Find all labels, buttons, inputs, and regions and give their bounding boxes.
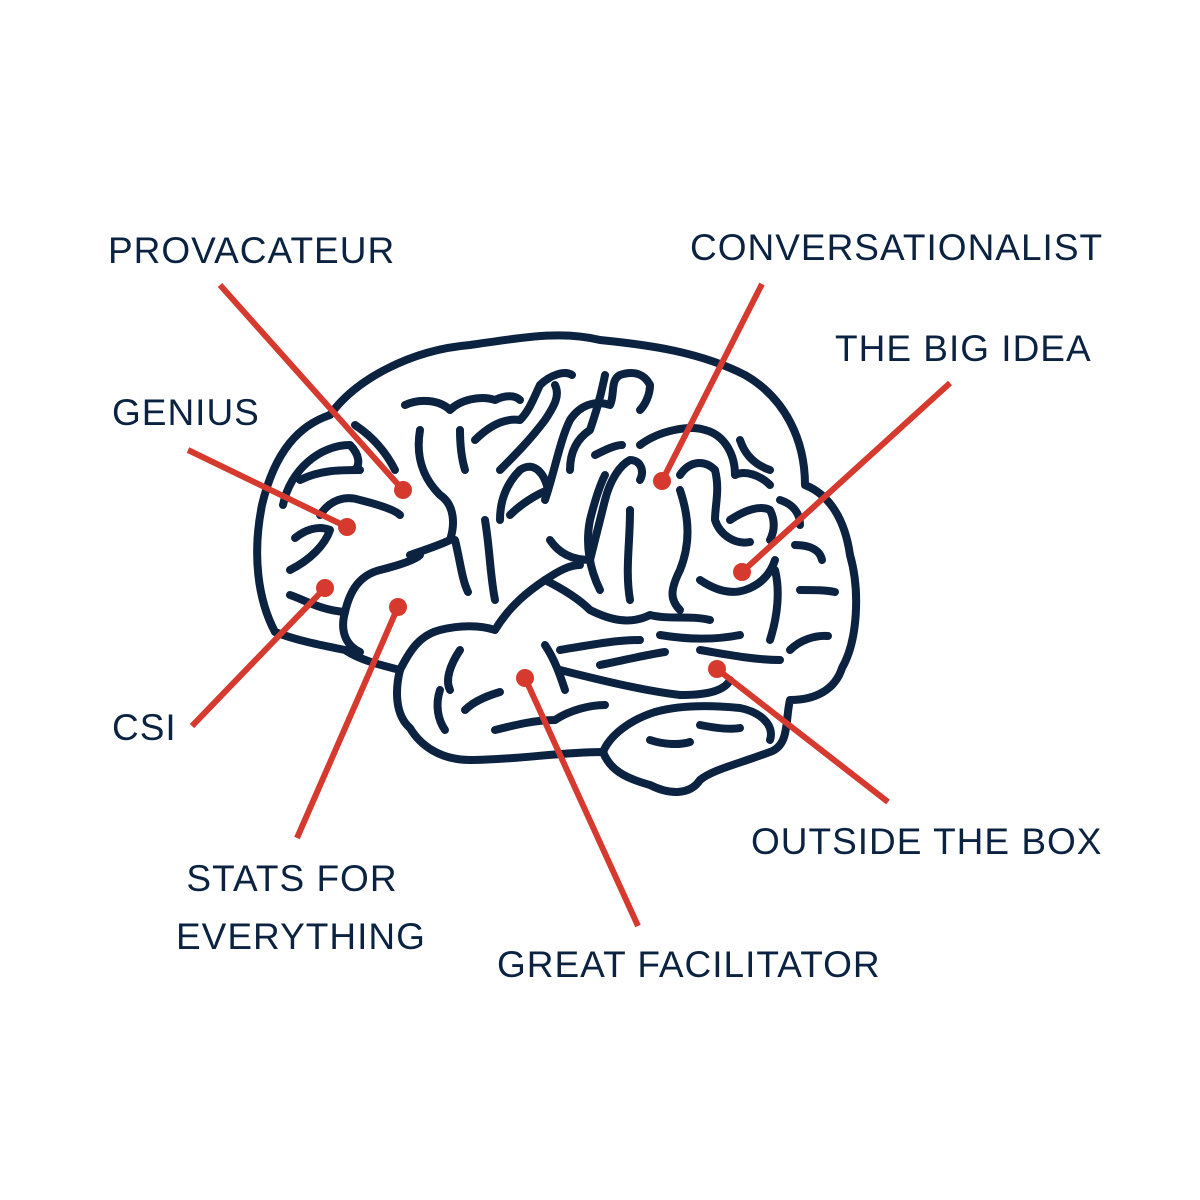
gyrus bbox=[541, 369, 654, 504]
label-genius: GENIUS bbox=[112, 392, 260, 433]
dot-genius bbox=[338, 518, 356, 536]
gyrus bbox=[599, 702, 775, 756]
leader-line-great-facilitator bbox=[522, 676, 641, 928]
gyrus bbox=[696, 556, 779, 596]
gyrus bbox=[433, 686, 449, 734]
gyrus bbox=[696, 646, 784, 664]
gyrus bbox=[623, 506, 634, 604]
leader-line-genius bbox=[186, 447, 349, 530]
gyrus bbox=[491, 701, 609, 734]
gyrus bbox=[541, 576, 714, 625]
gyrus bbox=[451, 536, 472, 596]
dot-provocateur bbox=[394, 481, 412, 499]
gyrus bbox=[556, 636, 644, 654]
gyrus bbox=[339, 608, 364, 656]
gyrus bbox=[676, 459, 754, 547]
leader-line-big-idea bbox=[739, 380, 953, 575]
dot-great-facilitator bbox=[516, 669, 534, 687]
brain-icon bbox=[253, 331, 861, 796]
gyrus bbox=[496, 381, 561, 474]
gyrus bbox=[296, 466, 364, 484]
label-great-facilitator: GREAT FACILITATOR bbox=[497, 944, 881, 985]
gyrus bbox=[471, 369, 576, 444]
dot-outside-the-box bbox=[708, 660, 726, 678]
label-outside-the-box: OUTSIDE THE BOX bbox=[751, 821, 1103, 862]
label-conversationalist: CONVERSATIONALIST bbox=[690, 227, 1104, 268]
gyrus bbox=[726, 504, 778, 544]
gyrus bbox=[796, 586, 839, 596]
gyrus bbox=[396, 561, 584, 674]
gyrus bbox=[696, 721, 744, 733]
gyrus bbox=[591, 441, 626, 459]
gyrus bbox=[286, 524, 334, 574]
dot-big-idea bbox=[733, 563, 751, 581]
gyrus bbox=[286, 551, 424, 616]
dot-stats bbox=[389, 598, 407, 616]
brain-outline bbox=[253, 331, 861, 796]
leader-line-csi bbox=[189, 585, 328, 729]
gyrus bbox=[279, 441, 363, 509]
gyrus bbox=[791, 541, 826, 564]
gyrus bbox=[636, 424, 774, 489]
gyrus bbox=[546, 456, 646, 564]
leader-dots bbox=[316, 472, 751, 687]
label-provocateur: PROVACATEUR bbox=[108, 230, 396, 271]
gyrus bbox=[541, 641, 569, 694]
leader-line-outside-the-box bbox=[715, 666, 890, 805]
label-stats-line1: STATS FOR bbox=[186, 858, 398, 899]
leader-lines bbox=[186, 282, 953, 928]
leader-line-provocateur bbox=[217, 283, 406, 492]
gyrus bbox=[351, 421, 399, 474]
gyrus bbox=[584, 471, 609, 594]
gyrus bbox=[481, 516, 499, 604]
gyrus bbox=[566, 371, 609, 474]
dot-csi bbox=[316, 579, 334, 597]
gyrus bbox=[556, 666, 734, 699]
gyrus bbox=[668, 486, 692, 614]
gyrus bbox=[656, 631, 744, 643]
gyrus bbox=[786, 631, 832, 654]
leader-line-conversationalist bbox=[659, 282, 765, 483]
gyrus bbox=[401, 392, 524, 414]
gyrus bbox=[406, 426, 457, 559]
gyrus bbox=[461, 688, 504, 714]
gyrus bbox=[646, 736, 694, 749]
label-csi: CSI bbox=[112, 707, 177, 748]
gyrus bbox=[444, 646, 464, 694]
label-the-big-idea: THE BIG IDEA bbox=[835, 328, 1092, 369]
gyrus bbox=[496, 462, 552, 524]
leader-line-stats bbox=[294, 605, 401, 840]
gyrus bbox=[766, 566, 782, 644]
dot-conversationalist bbox=[653, 472, 671, 490]
gyrus bbox=[736, 436, 774, 474]
label-stats-for-everything: STATS FOR EVERYTHING bbox=[176, 850, 426, 966]
label-stats-line2: EVERYTHING bbox=[176, 916, 426, 957]
gyrus bbox=[456, 426, 469, 474]
gyrus bbox=[316, 494, 404, 519]
gyrus bbox=[596, 648, 669, 669]
